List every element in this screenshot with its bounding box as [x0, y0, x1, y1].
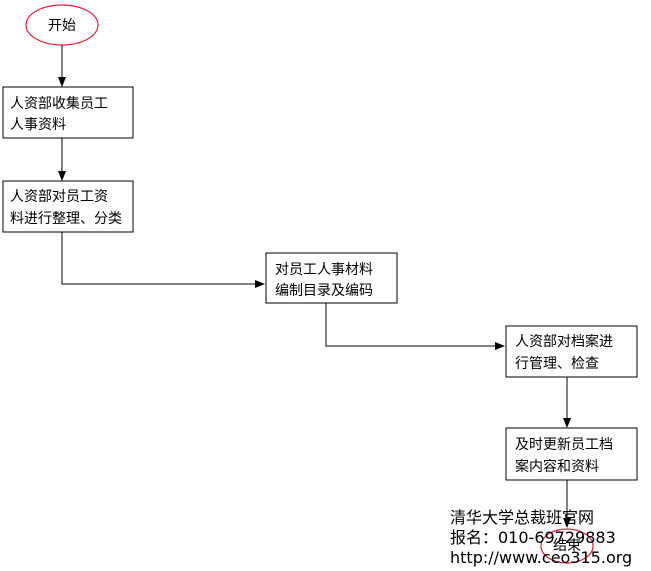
- step-5-box: [505, 427, 638, 481]
- end-ellipse: [540, 528, 594, 564]
- end-label: 结束: [553, 538, 581, 554]
- step-1-box: [2, 86, 134, 139]
- step-3-line-2: 编制目录及编码: [275, 283, 373, 299]
- step-3-box: [265, 252, 398, 304]
- watermark-line-1: 清华大学总裁班官网: [450, 508, 594, 527]
- step-3-line-1: 对员工人事材料: [275, 262, 373, 278]
- step-5-line-1: 及时更新员工档: [515, 437, 613, 453]
- step-5-line-2: 案内容和资料: [515, 458, 599, 475]
- watermark-line-2: 报名：010-69729883: [450, 528, 616, 547]
- step-4-box: [505, 325, 638, 378]
- step-4-line-2: 行管理、检查: [515, 356, 599, 372]
- connector-step2-step3: [61, 232, 265, 288]
- step-1-line-1: 人资部收集员工: [10, 95, 108, 112]
- step-1-line-2: 人事资料: [10, 117, 66, 133]
- connector-step3-step4: [325, 303, 505, 350]
- watermark-line-3: http://www.ceo315.org: [450, 548, 632, 567]
- step-4-line-1: 人资部对档案进: [515, 333, 613, 350]
- step-2-box: [2, 180, 134, 233]
- step-2-line-1: 人资部对员工资: [10, 189, 108, 205]
- start-label: 开始: [48, 18, 76, 34]
- step-2-line-2: 料进行整理、分类: [10, 211, 122, 227]
